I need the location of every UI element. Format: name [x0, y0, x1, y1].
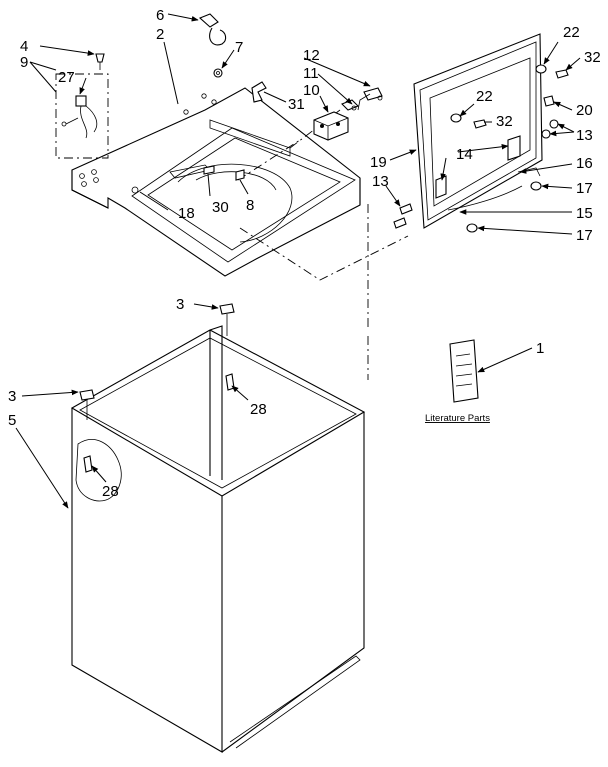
callout-20: 20: [576, 102, 593, 119]
cabinet: [70, 325, 366, 753]
callout-18: 18: [178, 205, 195, 222]
callout-16: 16: [576, 155, 593, 172]
literature-booklet: [449, 339, 479, 403]
lid-switch-assembly: [313, 87, 383, 141]
callout-12: 12: [303, 47, 320, 64]
callout-32-mid: 32: [496, 113, 513, 130]
callout-3-back: 3: [176, 296, 184, 313]
bumper-part-17: [466, 181, 542, 233]
callout-32-top: 32: [584, 49, 601, 66]
callout-3-front: 3: [8, 388, 16, 405]
callout-17-bottom: 17: [576, 227, 593, 244]
callout-14: 14: [456, 146, 473, 163]
callout-9: 9: [20, 54, 28, 71]
literature-parts-label: Literature Parts: [425, 413, 490, 424]
callout-19: 19: [370, 154, 387, 171]
callout-4: 4: [20, 38, 28, 55]
callout-28-back: 28: [250, 401, 267, 418]
washer-part-22: [450, 64, 547, 123]
top-cover: [71, 87, 361, 277]
screw-part-30: [203, 165, 215, 175]
clip-part-3-back: [219, 303, 235, 336]
callout-6: 6: [156, 7, 164, 24]
callout-27: 27: [58, 69, 75, 86]
callout-8: 8: [246, 197, 254, 214]
callout-22-mid: 22: [476, 88, 493, 105]
callout-13-left: 13: [372, 173, 389, 190]
screw-part-32: [473, 69, 569, 129]
callout-11: 11: [303, 65, 319, 82]
callout-31: 31: [288, 96, 305, 113]
callout-labels: 1 2 3 3 4 5 6 7 8 9 10 11 12 13 13 14 15…: [8, 7, 601, 500]
screw-part-4: [95, 53, 105, 70]
callout-1: 1: [536, 340, 544, 357]
screw-part-13-left: [393, 203, 413, 229]
callout-5: 5: [8, 412, 16, 429]
callout-17-top: 17: [576, 180, 593, 197]
screw-part-28-back: [225, 373, 235, 391]
callout-10: 10: [303, 82, 320, 99]
callout-22-top: 22: [563, 24, 580, 41]
bumper-part-7: [213, 68, 223, 78]
bracket-part-31: [251, 81, 267, 103]
callout-15: 15: [576, 205, 593, 222]
clip-part-6: [198, 13, 227, 46]
callout-13-right: 13: [576, 127, 593, 144]
callout-30: 30: [212, 199, 229, 216]
screw-part-13-right: [541, 119, 559, 139]
clip-part-3-front: [79, 389, 95, 420]
screw-part-28-front: [83, 455, 93, 473]
lid: [413, 33, 555, 229]
screw-part-8: [235, 169, 245, 181]
harness-assembly: [55, 73, 109, 159]
callout-2: 2: [156, 26, 164, 43]
callout-28-front: 28: [102, 483, 119, 500]
callout-7: 7: [235, 39, 243, 56]
leader-lines: [15, 13, 581, 509]
